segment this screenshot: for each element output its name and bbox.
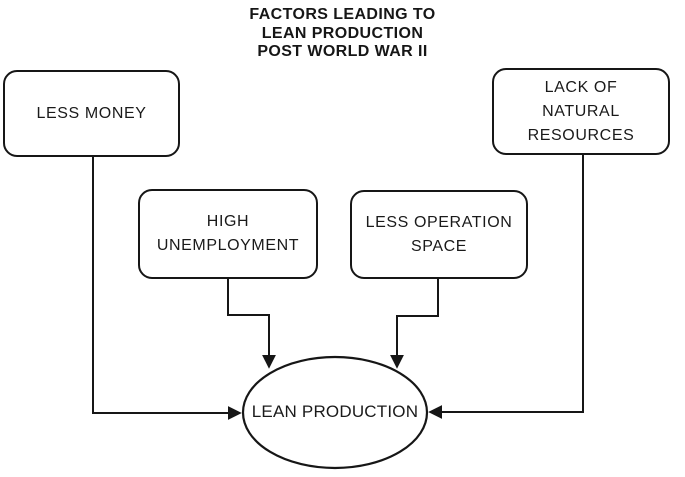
node-lean-production-ellipse [241,355,429,470]
node-less-money-label: LESS MONEY [36,104,147,122]
edge-less-operation-space-to-lean-production [390,279,439,369]
edge-lack-of-natural-resources-to-lean-production [428,155,584,419]
node-lean-production-label: LEAN PRODUCTION [251,402,419,421]
node-less-money: LESS MONEY [3,70,180,157]
edge-less-money-to-lean-production [92,157,242,420]
node-lack-of-natural-resources-label: LACK OF NATURAL RESOURCES [527,78,635,144]
node-high-unemployment: HIGH UNEMPLOYMENT [138,189,318,279]
node-high-unemployment-label: HIGH UNEMPLOYMENT [156,213,300,254]
edge-high-unemployment-to-lean-production [227,279,276,369]
diagram-title: FACTORS LEADING TO LEAN PRODUCTION POST … [249,6,436,61]
node-lack-of-natural-resources: LACK OF NATURAL RESOURCES [492,68,670,155]
node-less-operation-space: LESS OPERATION SPACE [350,190,528,279]
node-less-operation-space-label: LESS OPERATION SPACE [365,213,513,255]
